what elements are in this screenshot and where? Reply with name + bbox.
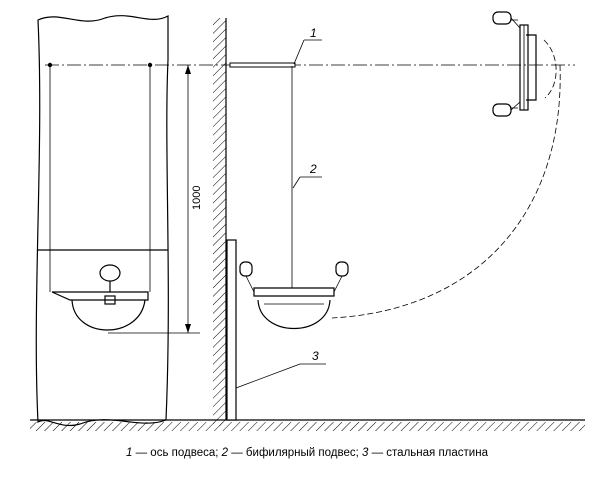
side-knob bbox=[99, 264, 121, 282]
callout-1: 1 bbox=[293, 26, 322, 65]
front-bowl bbox=[257, 299, 331, 329]
dimension-label: 1000 bbox=[191, 186, 203, 210]
swung-pendulum bbox=[492, 11, 537, 117]
swing-arc bbox=[331, 64, 561, 319]
callout-2: 2 bbox=[292, 162, 322, 189]
svg-text:2: 2 bbox=[309, 162, 317, 176]
side-view-frame bbox=[35, 14, 169, 426]
figure-caption: 1 — ось подвеса; 2 — бифилярный подвес; … bbox=[126, 447, 488, 459]
svg-text:1: 1 bbox=[310, 26, 317, 40]
steel-plate bbox=[226, 239, 237, 421]
svg-text:3: 3 bbox=[312, 349, 319, 363]
callout-3: 3 bbox=[235, 349, 326, 389]
front-pendulum bbox=[229, 39, 561, 329]
side-bowl bbox=[71, 299, 146, 331]
wall-and-floor bbox=[30, 18, 585, 431]
